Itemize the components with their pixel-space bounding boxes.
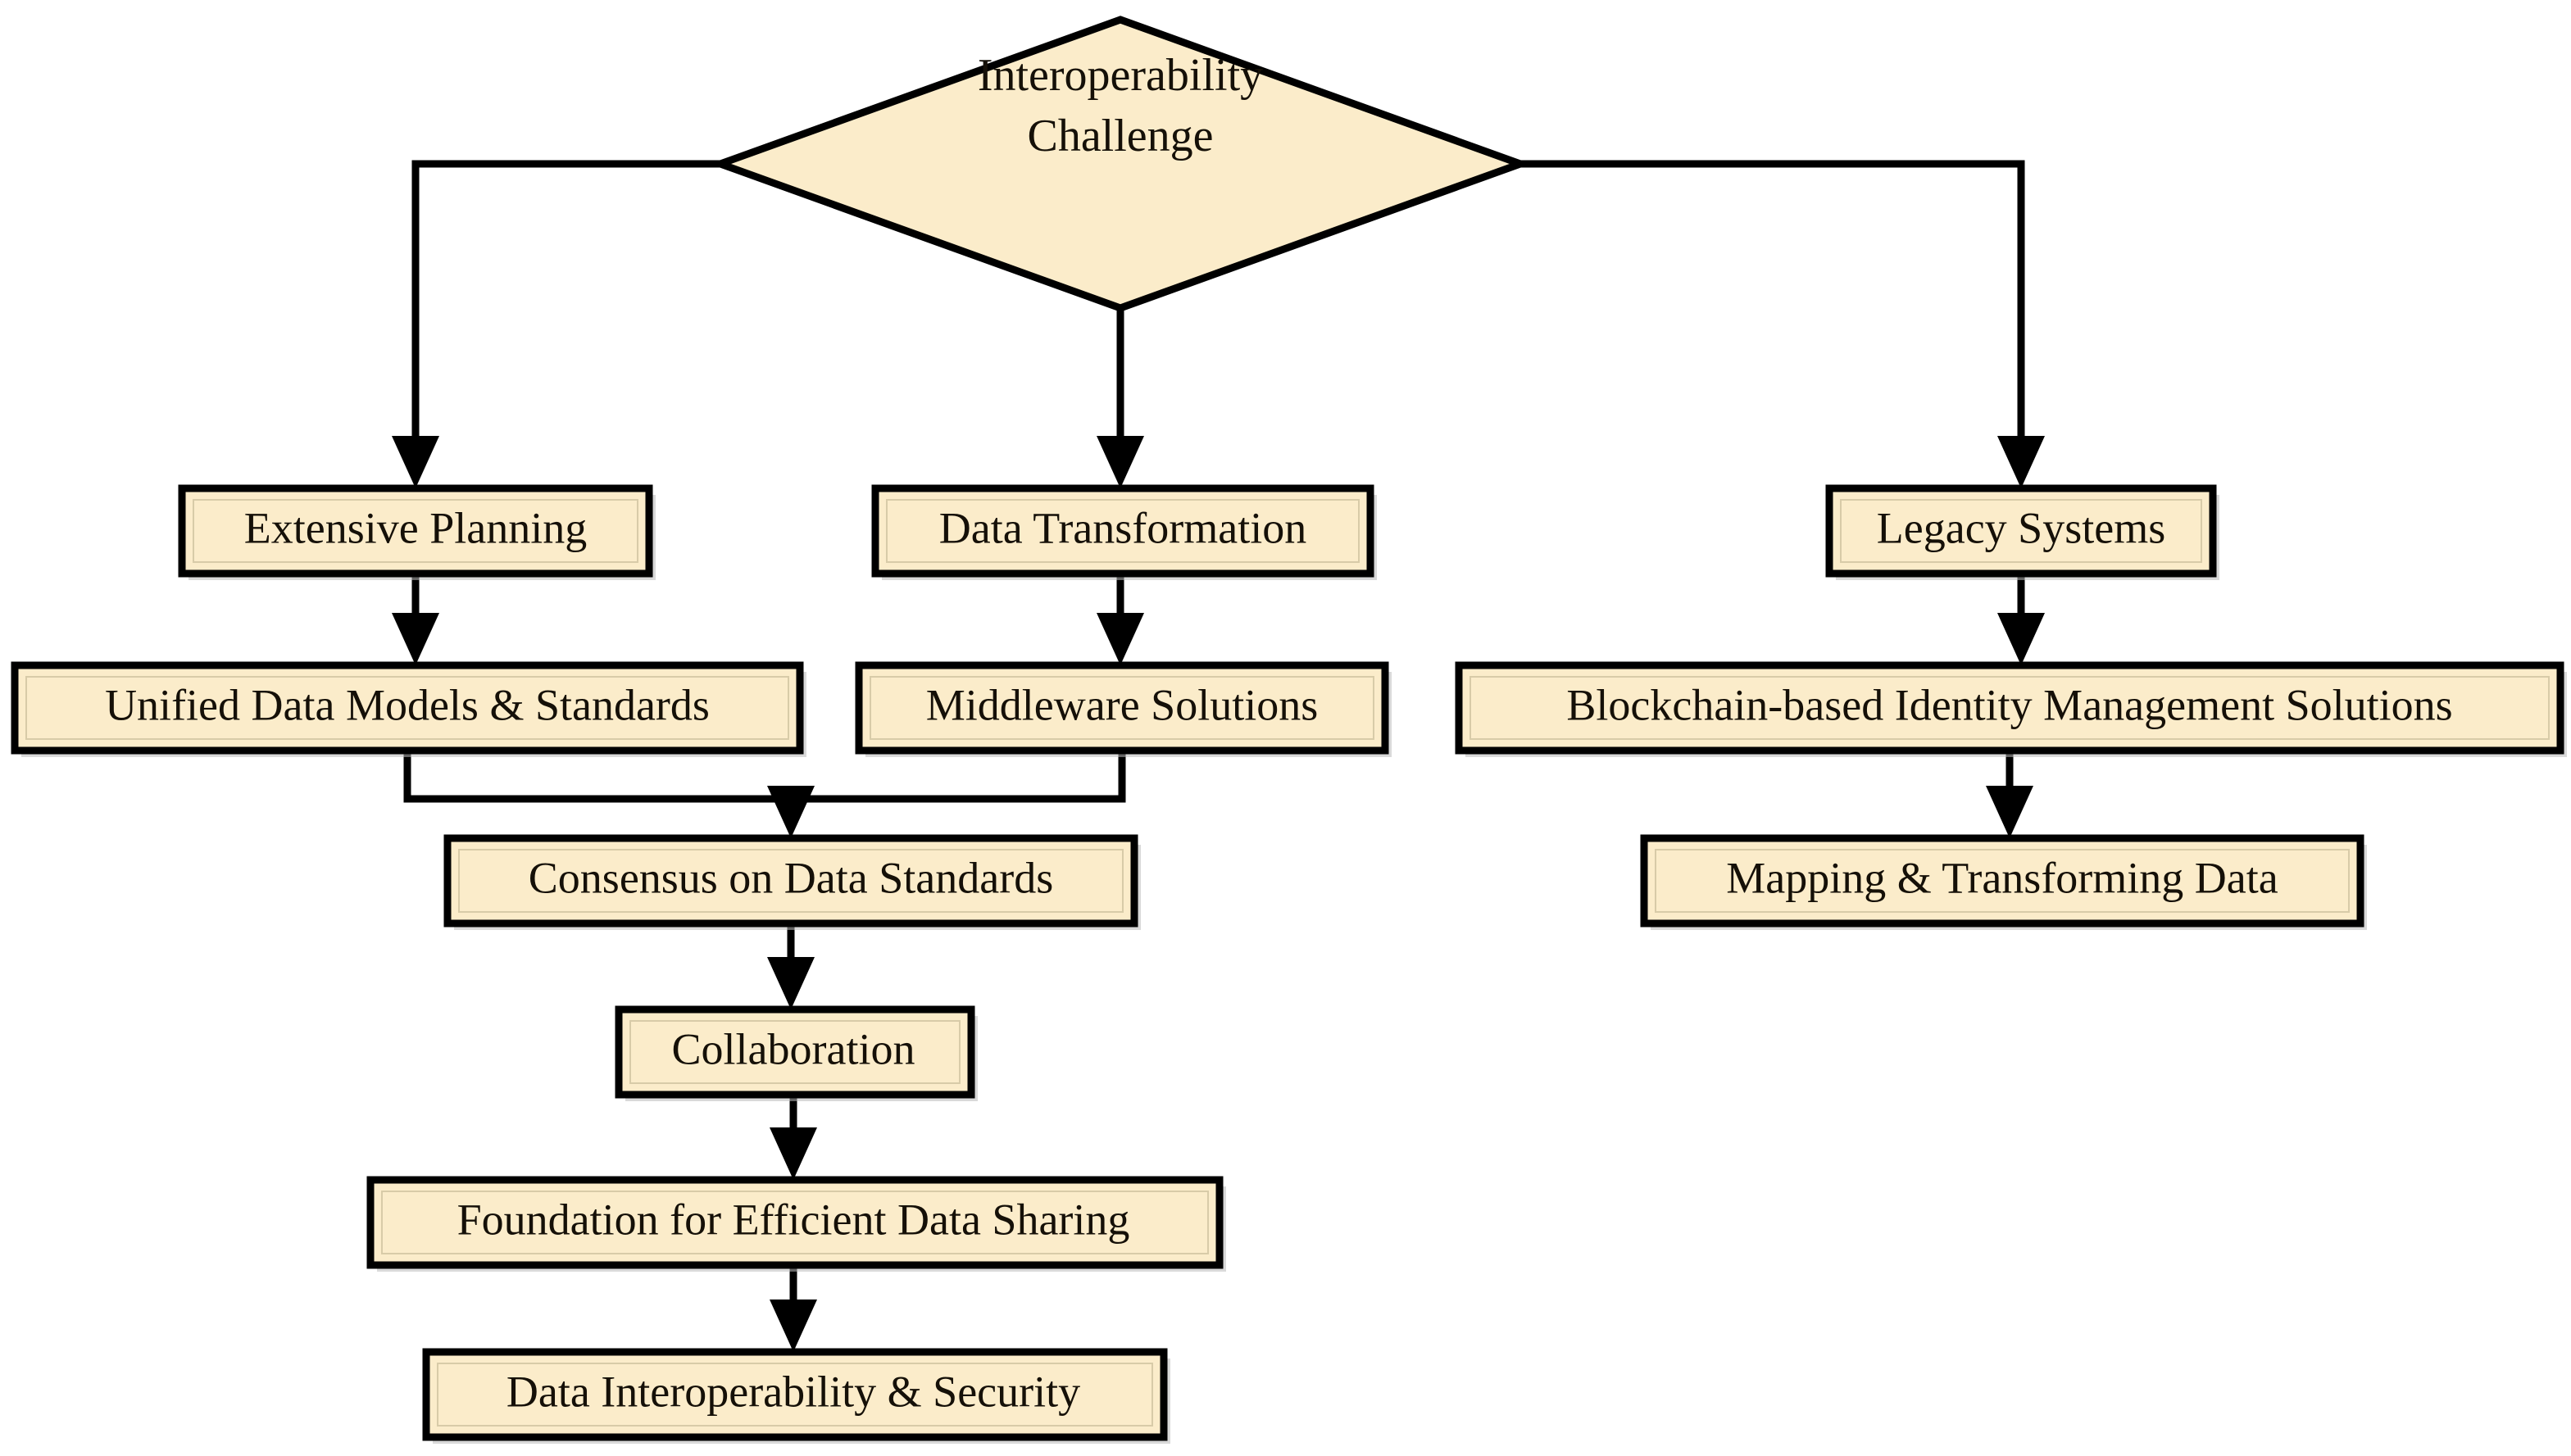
edge-challenge-to-data-transformation (1097, 308, 1144, 488)
edge-blockchain-to-mapping (1986, 751, 2033, 838)
node-label-mapping-transforming-data: Mapping & Transforming Data (1726, 853, 2278, 902)
edge-challenge-to-legacy-systems (1517, 160, 2045, 488)
edge-data-transformation-to-middleware (1097, 574, 1144, 665)
edge-extensive-planning-to-unified-data-models (392, 574, 439, 665)
nodes-layer: Interoperability Challenge Extensive Pla… (11, 16, 2567, 1444)
node-label-data-transformation: Data Transformation (939, 503, 1306, 552)
node-middleware-solutions[interactable]: Middleware Solutions (855, 661, 1392, 757)
node-label-interoperability-challenge-line1: Interoperability (978, 50, 1263, 101)
node-data-transformation[interactable]: Data Transformation (871, 484, 1377, 580)
node-label-middleware-solutions: Middleware Solutions (926, 680, 1318, 729)
node-legacy-systems[interactable]: Legacy Systems (1825, 484, 2219, 580)
node-mapping-transforming-data[interactable]: Mapping & Transforming Data (1640, 834, 2367, 930)
node-unified-data-models-standards[interactable]: Unified Data Models & Standards (11, 661, 806, 757)
node-label-extensive-planning: Extensive Planning (244, 503, 587, 552)
edge-consensus-to-collaboration (767, 923, 815, 1009)
edge-foundation-to-data-interoperability (770, 1265, 817, 1352)
edge-collaboration-to-foundation (770, 1095, 817, 1180)
node-label-collaboration: Collaboration (672, 1024, 915, 1073)
node-label-unified-data-models-standards: Unified Data Models & Standards (105, 680, 710, 729)
node-extensive-planning[interactable]: Extensive Planning (178, 484, 656, 580)
node-label-blockchain-based-identity-management-solutions: Blockchain-based Identity Management Sol… (1566, 680, 2452, 729)
node-interoperability-challenge[interactable]: Interoperability Challenge (709, 16, 1532, 312)
node-label-data-interoperability-security: Data Interoperability & Security (506, 1367, 1080, 1416)
node-data-interoperability-security[interactable]: Data Interoperability & Security (422, 1348, 1170, 1444)
node-label-foundation-for-efficient-data-sharing: Foundation for Efficient Data Sharing (457, 1195, 1130, 1244)
node-label-legacy-systems: Legacy Systems (1877, 503, 2165, 552)
node-blockchain-based-identity-management-solutions[interactable]: Blockchain-based Identity Management Sol… (1455, 661, 2567, 757)
edge-challenge-to-extensive-planning (392, 160, 725, 488)
edges-layer (392, 160, 2045, 1352)
node-label-interoperability-challenge-line2: Challenge (1027, 111, 1213, 161)
edge-legacy-systems-to-blockchain (1997, 574, 2045, 665)
node-foundation-for-efficient-data-sharing[interactable]: Foundation for Efficient Data Sharing (366, 1176, 1226, 1272)
node-label-consensus-on-data-standards: Consensus on Data Standards (529, 853, 1053, 902)
edge-merge-to-consensus (403, 751, 1126, 838)
node-consensus-on-data-standards[interactable]: Consensus on Data Standards (443, 834, 1141, 930)
node-collaboration[interactable]: Collaboration (615, 1005, 978, 1101)
